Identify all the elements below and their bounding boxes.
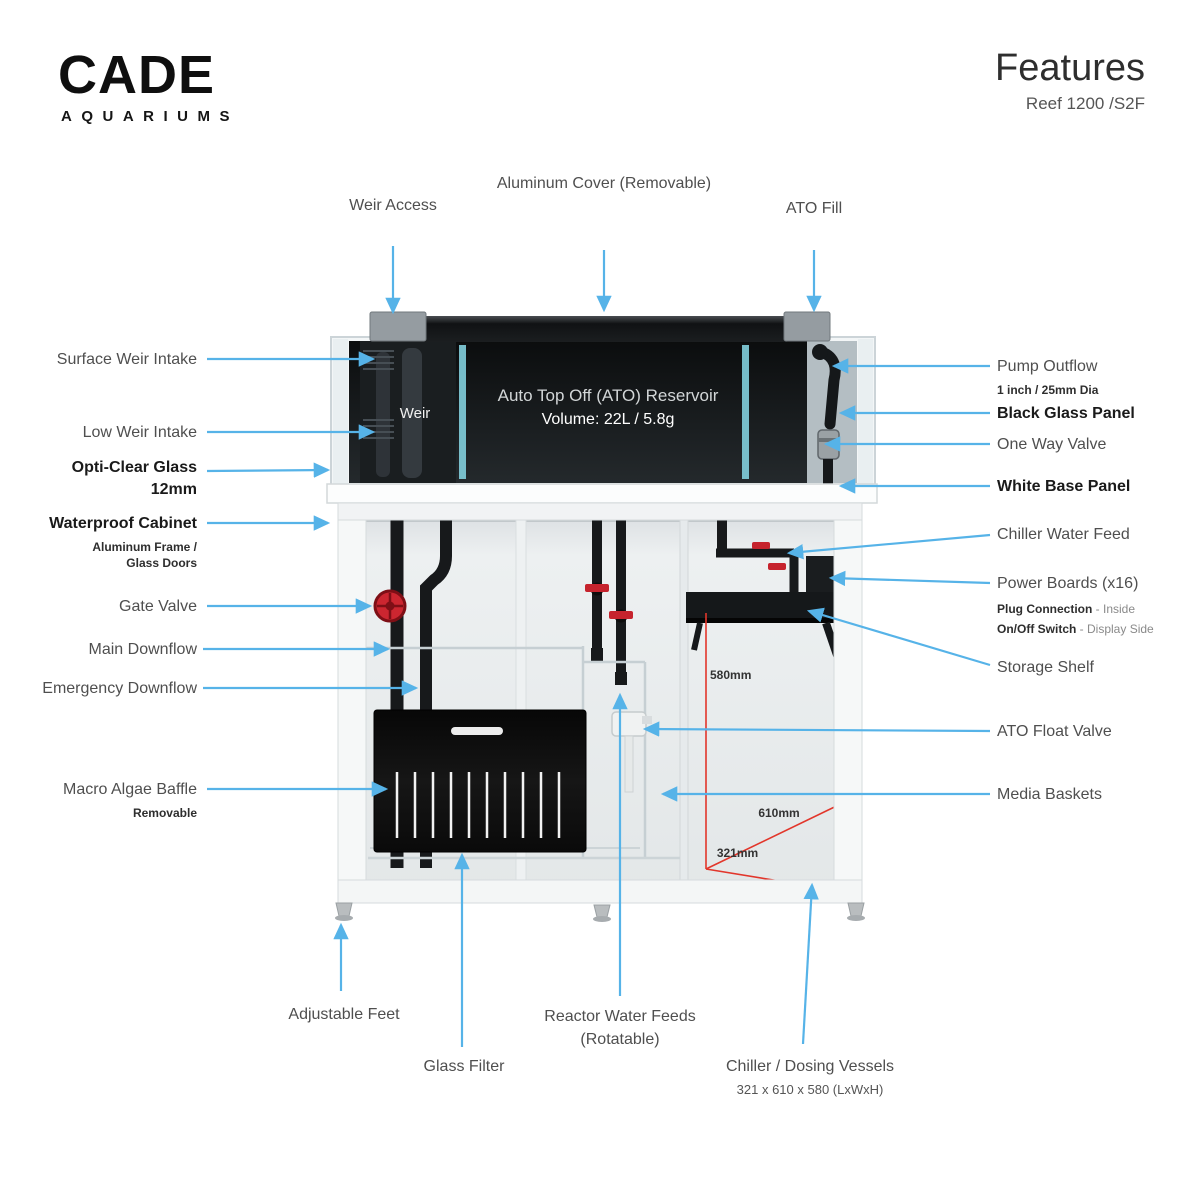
dimension-lines xyxy=(705,613,852,885)
arrow-ato-float-valve xyxy=(642,721,991,737)
label-adjustable-feet: Adjustable Feet xyxy=(288,1006,400,1023)
label-gate-valve: Gate Valve xyxy=(119,598,197,615)
pump-outflow-pipe xyxy=(816,346,841,430)
chiller-feed-plumbing xyxy=(716,520,799,594)
label-chiller-water-feed: Chiller Water Feed xyxy=(997,526,1130,543)
label-power-boards-sub2-rest: - Display Side xyxy=(1076,622,1154,636)
label-waterproof-cabinet-sub2: Glass Doors xyxy=(126,556,197,570)
low-weir-intake-grille xyxy=(363,419,394,439)
label-waterproof-cabinet: Waterproof Cabinet Aluminum Frame / Glas… xyxy=(0,514,197,571)
label-chiller-dosing-vessels: Chiller / Dosing Vessels 321 x 610 x 580… xyxy=(680,1057,940,1098)
label-waterproof-cabinet-title: Waterproof Cabinet xyxy=(49,515,197,532)
label-macro-algae-baffle-sub: Removable xyxy=(132,806,197,820)
gate-valve-wheel xyxy=(373,589,407,623)
label-opti-clear-glass-line2: 12mm xyxy=(150,481,197,498)
diagram-weir-label: Weir xyxy=(399,405,431,422)
page-subtitle: Reef 1200 /S2F xyxy=(1025,93,1145,113)
dim-321mm: 321mm xyxy=(716,846,759,860)
label-storage-shelf: Storage Shelf xyxy=(997,659,1094,676)
label-black-glass-panel: Black Glass Panel xyxy=(997,405,1135,422)
label-macro-algae-baffle-title: Macro Algae Baffle xyxy=(62,781,197,798)
adjustable-feet-parts xyxy=(335,902,865,922)
aluminum-cover xyxy=(372,316,788,342)
label-pump-outflow-sub: 1 inch / 25mm Dia xyxy=(997,383,1099,397)
dim-610mm: 610mm xyxy=(758,806,800,820)
label-media-baskets: Media Baskets xyxy=(997,786,1102,803)
sump-glass xyxy=(366,646,647,858)
label-pump-outflow: Pump Outflow 1 inch / 25mm Dia xyxy=(997,357,1197,398)
label-power-boards-sub1-rest: - Inside xyxy=(1092,602,1136,616)
dim-580mm: 580mm xyxy=(710,668,752,682)
power-board-block xyxy=(806,556,834,594)
cabinet-bottom-rail xyxy=(337,879,863,904)
label-power-boards-title: Power Boards (x16) xyxy=(997,575,1139,592)
tank-right-glass xyxy=(807,341,857,483)
label-main-downflow: Main Downflow xyxy=(88,641,197,658)
label-surface-weir-intake: Surface Weir Intake xyxy=(56,351,197,368)
label-ato-fill: ATO Fill xyxy=(785,200,843,217)
label-ato-float-valve: ATO Float Valve xyxy=(997,723,1112,740)
pump-outflow-fitting xyxy=(812,344,828,360)
cabinet-divider-left xyxy=(515,519,527,883)
label-one-way-valve: One Way Valve xyxy=(997,436,1107,453)
brand-logo: CADE AQUARIUMS xyxy=(58,48,239,125)
label-power-boards: Power Boards (x16) Plug Connection - Ins… xyxy=(997,574,1200,639)
cabinet-divider-right xyxy=(679,519,689,883)
ato-fill-hatch xyxy=(783,311,831,342)
brand-name: CADE xyxy=(58,45,216,105)
cabinet-left-column xyxy=(337,502,367,904)
page-title: Features xyxy=(995,47,1145,89)
cabinet-interior xyxy=(352,509,848,894)
label-white-base-panel: White Base Panel xyxy=(997,478,1131,495)
label-power-boards-sub1-strong: Plug Connection xyxy=(997,602,1093,616)
diagram-ato-line1: Auto Top Off (ATO) Reservoir xyxy=(497,386,719,405)
emergency-downflow-pipe xyxy=(420,520,452,868)
storage-shelf-part xyxy=(686,556,844,666)
white-base-panel xyxy=(326,483,878,504)
pipe-passthroughs xyxy=(389,503,728,520)
label-reactor-water-feeds: Reactor Water Feeds (Rotatable) xyxy=(500,1005,740,1051)
reactor-valve-handle-1 xyxy=(585,584,609,592)
label-opti-clear-glass: Opti-Clear Glass 12mm xyxy=(0,457,197,501)
label-emergency-downflow: Emergency Downflow xyxy=(42,680,197,697)
cabinet-right-column xyxy=(833,502,863,904)
label-weir-access: Weir Access xyxy=(349,197,437,214)
reactor-valve-handle-2 xyxy=(609,611,633,619)
label-pump-outflow-title: Pump Outflow xyxy=(997,358,1098,375)
macro-algae-baffle-box xyxy=(373,709,587,853)
label-macro-algae-baffle: Macro Algae Baffle Removable xyxy=(0,780,197,821)
brand-subname: AQUARIUMS xyxy=(61,108,239,125)
arrow-chiller-dosing-vessels xyxy=(801,882,819,1045)
arrow-storage-shelf xyxy=(806,607,991,667)
one-way-valve-body xyxy=(817,429,840,460)
cabinet-group xyxy=(335,502,865,922)
arrow-chiller-water-feed xyxy=(786,533,991,560)
label-glass-filter: Glass Filter xyxy=(423,1058,505,1075)
cabinet-top-rail xyxy=(337,502,863,521)
label-chiller-dosing-title: Chiller / Dosing Vessels xyxy=(725,1058,895,1075)
label-power-boards-sub1: Plug Connection - Inside xyxy=(997,599,1200,619)
label-reactor-water-feeds-line1: Reactor Water Feeds xyxy=(544,1008,696,1025)
label-power-boards-sub2-strong: On/Off Switch xyxy=(997,622,1077,636)
page-title-block: Features Reef 1200 /S2F xyxy=(995,47,1145,114)
glass-filter-plates xyxy=(368,847,680,860)
arrow-power-boards xyxy=(828,570,991,587)
ato-float-valve-part xyxy=(611,711,652,793)
label-reactor-water-feeds-line2: (Rotatable) xyxy=(580,1031,660,1048)
label-power-boards-sub2: On/Off Switch - Display Side xyxy=(997,619,1200,639)
label-low-weir-intake: Low Weir Intake xyxy=(82,424,197,441)
label-waterproof-cabinet-sub1: Aluminum Frame / xyxy=(92,540,197,554)
surface-weir-intake-grille xyxy=(363,350,394,370)
label-opti-clear-glass-line1: Opti-Clear Glass xyxy=(71,459,197,476)
label-chiller-dosing-sub: 321 x 610 x 580 (LxWxH) xyxy=(736,1082,884,1097)
weir-access-hatch xyxy=(369,311,427,342)
glass-baffle-left xyxy=(459,345,466,479)
arrow-opti-clear-glass xyxy=(206,462,331,478)
diagram-ato-line2: Volume: 22L / 5.8g xyxy=(541,411,675,428)
label-aluminum-cover: Aluminum Cover (Removable) xyxy=(496,175,712,192)
